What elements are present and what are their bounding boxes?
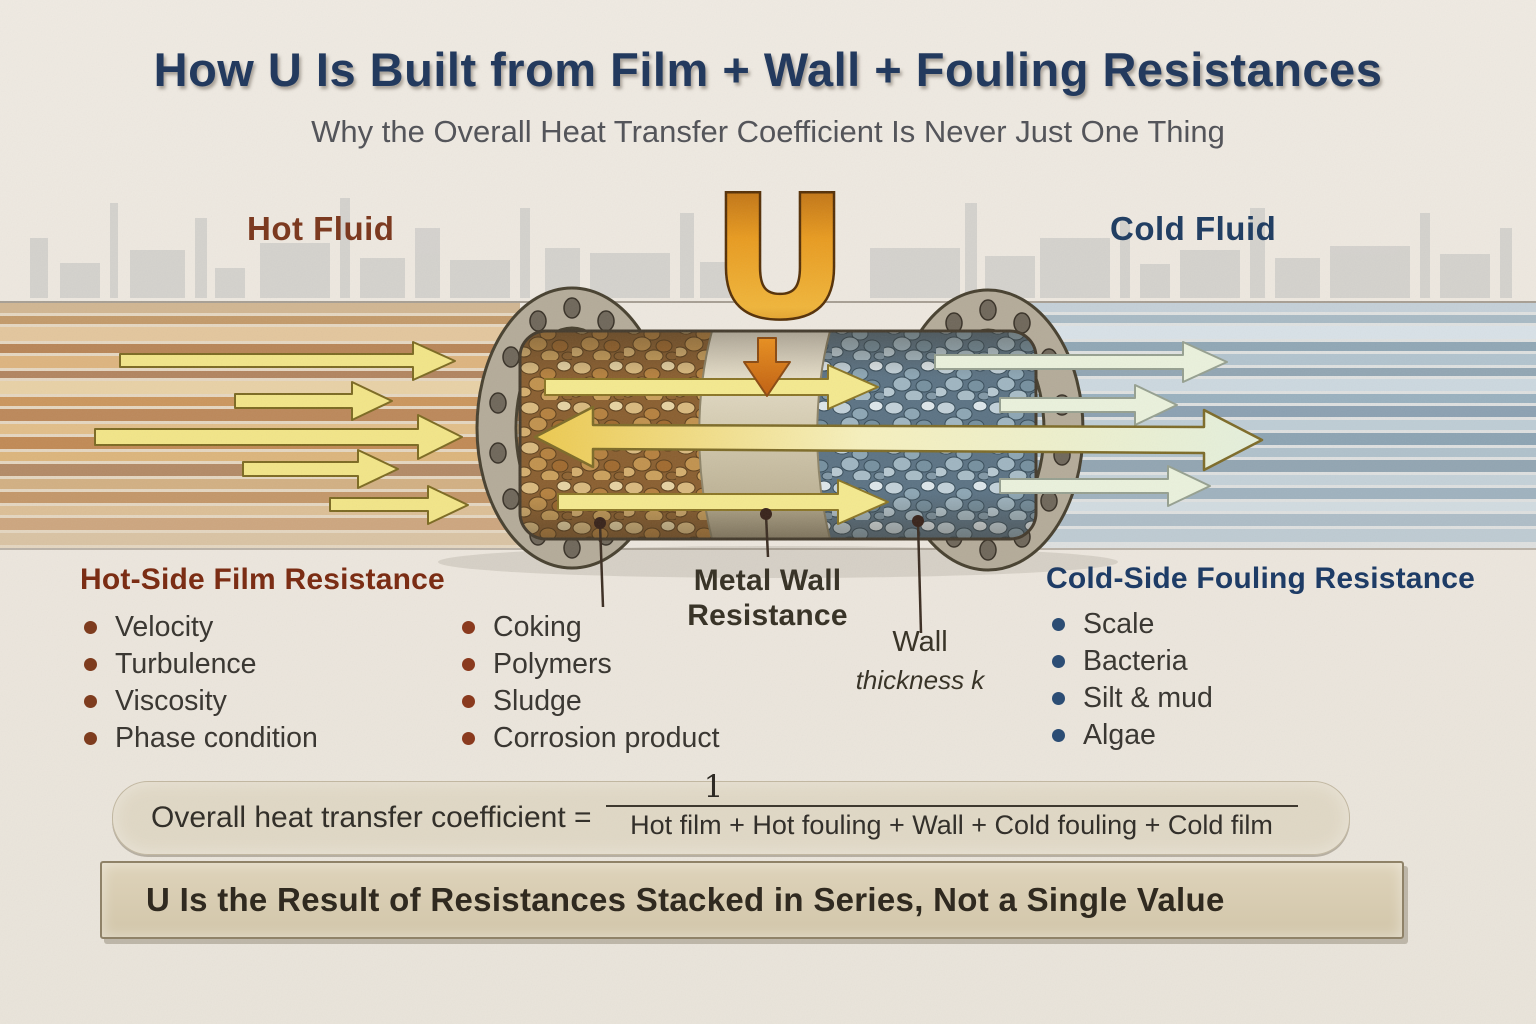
list-item-label: Sludge: [493, 685, 582, 717]
formula-label: Overall heat transfer coefficient =: [151, 801, 592, 834]
takeaway-banner-text: U Is the Result of Resistances Stacked i…: [146, 881, 1225, 918]
list-item-label: Corrosion product: [493, 722, 720, 754]
fraction-numerator: 1: [703, 769, 724, 805]
hot-side-film-heading: Hot-Side Film Resistance: [80, 563, 445, 596]
list-item-label: Silt & mud: [1083, 682, 1213, 714]
list-item-label: Phase condition: [115, 722, 318, 754]
bullet-icon: [1052, 618, 1065, 631]
list-item: Coking: [462, 609, 720, 646]
hot-fouling-deposit-list: Coking Polymers Sludge Corrosion product: [462, 609, 720, 757]
hot-film-factor-list: Velocity Turbulence Viscosity Phase cond…: [84, 609, 318, 757]
bullet-icon: [84, 658, 97, 671]
list-item: Viscosity: [84, 683, 318, 720]
bullet-icon: [462, 695, 475, 708]
list-item: Phase condition: [84, 720, 318, 757]
wall-thickness-k-label: thickness k: [855, 665, 985, 695]
list-item: Velocity: [84, 609, 318, 646]
list-item-label: Bacteria: [1083, 645, 1188, 677]
list-item-label: Coking: [493, 611, 582, 643]
overall-u-formula: Overall heat transfer coefficient = 1 Ho…: [112, 769, 1350, 855]
list-item: Scale: [1052, 606, 1213, 643]
list-item: Polymers: [462, 646, 720, 683]
hot-fluid-label: Hot Fluid: [247, 210, 395, 247]
list-item: Algae: [1052, 717, 1213, 754]
fraction-denominator: Hot film + Hot fouling + Wall + Cold fou…: [605, 805, 1298, 841]
list-item-label: Velocity: [115, 611, 214, 643]
cold-fluid-label: Cold Fluid: [1110, 210, 1277, 247]
bullet-icon: [462, 732, 475, 745]
page-title: How U Is Built from Film + Wall + Foulin…: [153, 43, 1383, 96]
wall-label: Wall: [892, 626, 948, 658]
metal-wall-heading: Metal Wall Resistance: [640, 563, 895, 633]
bullet-icon: [84, 732, 97, 745]
bullet-icon: [1052, 729, 1065, 742]
list-item: Sludge: [462, 683, 720, 720]
list-item-label: Viscosity: [115, 685, 227, 717]
takeaway-banner: U Is the Result of Resistances Stacked i…: [100, 861, 1404, 939]
metal-wall-heading-line2: Resistance: [687, 599, 848, 632]
list-item: Silt & mud: [1052, 680, 1213, 717]
list-item-label: Algae: [1083, 719, 1156, 751]
list-item-label: Scale: [1083, 608, 1155, 640]
bullet-icon: [84, 621, 97, 634]
bullet-icon: [84, 695, 97, 708]
list-item: Turbulence: [84, 646, 318, 683]
list-item: Corrosion product: [462, 720, 720, 757]
list-item-label: Polymers: [493, 648, 612, 680]
page-subtitle: Why the Overall Heat Transfer Coefficien…: [311, 114, 1225, 149]
cold-fouling-factor-list: Scale Bacteria Silt & mud Algae: [1052, 606, 1213, 754]
formula-fraction: 1 Hot film + Hot fouling + Wall + Cold f…: [605, 769, 1298, 841]
bullet-icon: [462, 621, 475, 634]
cold-side-fouling-heading: Cold-Side Fouling Resistance: [1046, 562, 1475, 595]
list-item-label: Turbulence: [115, 648, 257, 680]
list-item: Bacteria: [1052, 643, 1213, 680]
bullet-icon: [1052, 692, 1065, 705]
wall-thickness-label: Wall thickness k: [845, 626, 995, 696]
metal-wall-heading-line1: Metal Wall: [693, 564, 842, 597]
bullet-icon: [462, 658, 475, 671]
bullet-icon: [1052, 655, 1065, 668]
